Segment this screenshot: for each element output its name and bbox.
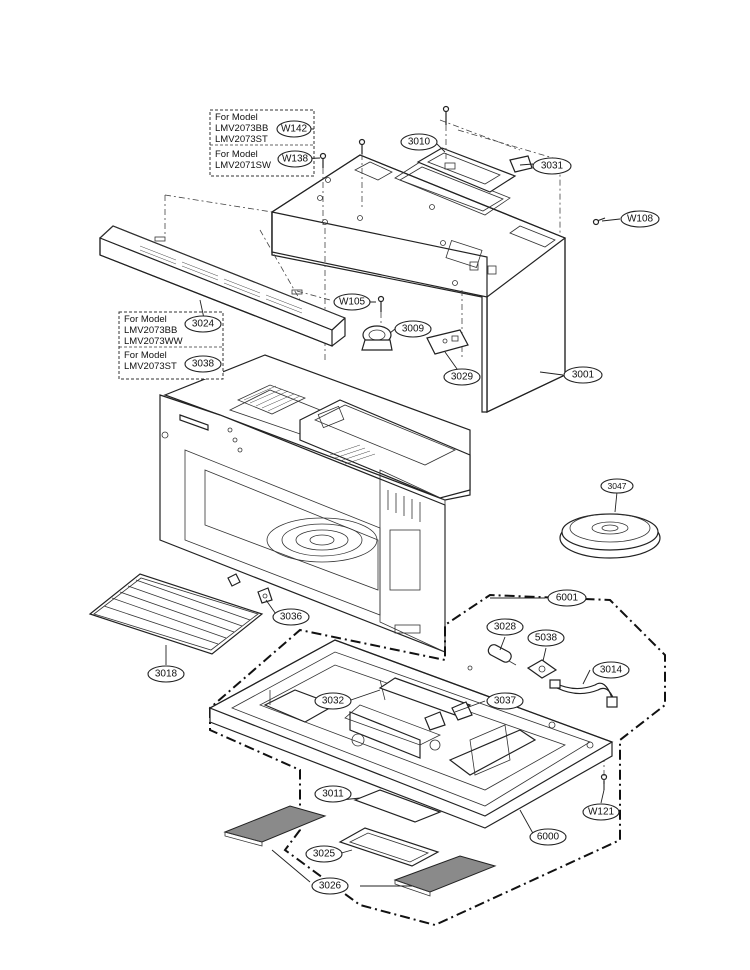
- callout-W138: W138: [277, 150, 313, 168]
- callout-3024: 3024: [184, 315, 222, 333]
- model-note-model: LMV2073WW: [124, 336, 183, 347]
- model-note-model: LMV2071SW: [215, 160, 271, 171]
- part-label: 3038: [192, 359, 215, 370]
- part-label: 6001: [556, 593, 579, 604]
- callout-5038: 5038: [527, 629, 565, 647]
- callout-6000: 6000: [529, 828, 567, 846]
- callout-3031: 3031: [532, 157, 572, 175]
- part-label: 5038: [535, 633, 558, 644]
- outer-case: [271, 154, 567, 413]
- callout-3018: 3018: [147, 665, 185, 683]
- filter-cover: [338, 789, 442, 867]
- model-note-model: LMV2073ST: [124, 361, 177, 372]
- callout-3025: 3025: [305, 845, 343, 863]
- part-label: W105: [339, 297, 366, 308]
- callout-3032: 3032: [314, 692, 352, 710]
- wire-harness: [549, 679, 618, 708]
- door-latch-parts: [227, 573, 273, 604]
- part-label: 3047: [608, 481, 627, 491]
- model-note-heading: For Model: [124, 350, 167, 361]
- base-plate: [208, 639, 614, 829]
- callout-3026: 3026: [311, 877, 349, 895]
- callout-3011: 3011: [314, 785, 352, 803]
- screws: [319, 105, 608, 790]
- callout-6001: 6001: [547, 589, 587, 607]
- part-label: 3014: [600, 665, 623, 676]
- model-note-model: LMV2073BB: [215, 123, 268, 134]
- oven-cavity: [159, 354, 471, 653]
- part-label: 3010: [408, 137, 431, 148]
- part-label: W108: [627, 214, 654, 225]
- callout-3001: 3001: [563, 366, 603, 384]
- part-label: 3001: [572, 370, 595, 381]
- callout-3038: 3038: [184, 355, 222, 373]
- model-note-model: LMV2073BB: [124, 325, 177, 336]
- callout-W121: W121: [582, 803, 620, 821]
- callout-3028: 3028: [486, 618, 524, 636]
- front-grille: [99, 225, 346, 347]
- model-note-heading: For Model: [124, 314, 167, 325]
- part-label: 3024: [192, 319, 215, 330]
- callout-3037: 3037: [486, 692, 524, 710]
- callout-3029: 3029: [443, 368, 481, 386]
- part-label: 3011: [322, 789, 344, 800]
- part-label: 3031: [541, 161, 564, 172]
- lamp-bulb: [487, 644, 517, 666]
- part-label: 6000: [537, 832, 560, 843]
- part-label: 3009: [402, 324, 425, 335]
- part-label: 3018: [155, 669, 178, 680]
- top-mounting-plate: [416, 147, 533, 193]
- callout-W142: W142: [276, 120, 312, 138]
- model-note-model: LMV2073ST: [215, 134, 268, 145]
- callout-W108: W108: [620, 210, 660, 228]
- lamp-socket: [526, 659, 558, 679]
- part-label: 3032: [322, 696, 345, 707]
- callout-3014: 3014: [592, 661, 630, 679]
- part-label: W142: [281, 124, 308, 135]
- callout-3047: 3047: [600, 478, 634, 494]
- wire-rack: [88, 573, 264, 655]
- damper-bracket: [426, 329, 469, 355]
- callout-3010: 3010: [400, 133, 438, 151]
- part-label: W138: [282, 154, 309, 165]
- callout-3009: 3009: [394, 320, 432, 338]
- callout-W105: W105: [333, 293, 371, 311]
- model-note-heading: For Model: [215, 112, 258, 123]
- part-label: W121: [588, 807, 615, 818]
- model-note-heading: For Model: [215, 149, 258, 160]
- part-label: 3036: [280, 612, 303, 623]
- part-label: 3025: [313, 849, 336, 860]
- callout-3036: 3036: [272, 608, 310, 626]
- grease-filter-left: [223, 805, 327, 847]
- part-label: 3028: [494, 622, 517, 633]
- glass-tray: [559, 513, 661, 559]
- part-label: 3026: [319, 881, 342, 892]
- part-label: 3037: [494, 696, 517, 707]
- part-label: 3029: [451, 372, 474, 383]
- damper-motor: [361, 325, 393, 351]
- grease-filter-right: [393, 855, 497, 897]
